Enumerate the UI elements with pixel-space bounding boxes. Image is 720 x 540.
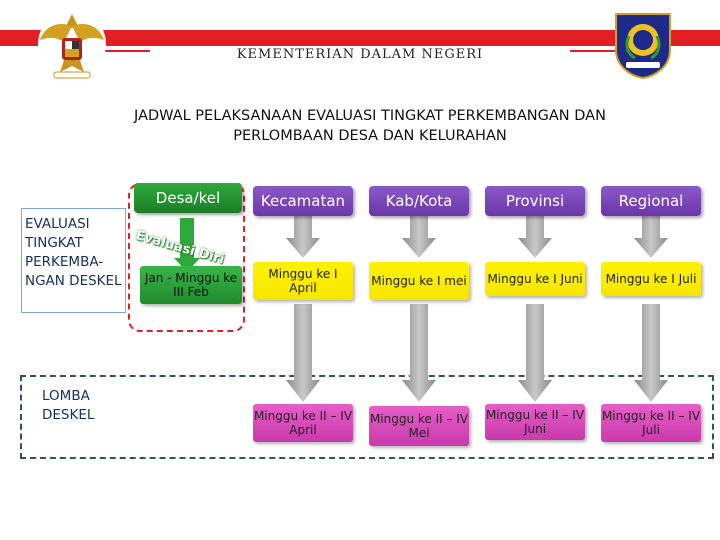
- lomba-label-line: LOMBA: [42, 388, 90, 404]
- arrow-down-icon: [518, 304, 552, 402]
- lomba-provinsi: Minggu ke II – IV Juni: [485, 404, 585, 440]
- lomba-row-label: LOMBA DESKEL: [42, 387, 94, 425]
- schedule-desakel: Jan - Minggu ke III Feb: [140, 266, 242, 304]
- lomba-regional: Minggu ke II – IV Juli: [601, 404, 701, 442]
- schedule-kecamatan: Minggu ke I April: [253, 262, 353, 300]
- page-title: JADWAL PELAKSANAAN EVALUASI TINGKAT PERK…: [80, 106, 660, 146]
- schedule-regional: Minggu ke I Juli: [601, 262, 701, 296]
- ministry-name: KEMENTERIAN DALAM NEGERI: [150, 47, 570, 62]
- level-header-provinsi: Provinsi: [485, 186, 585, 216]
- level-header-kabkota: Kab/Kota: [369, 186, 469, 216]
- lomba-kecamatan: Minggu ke II – IV April: [253, 404, 353, 442]
- schedule-kabkota: Minggu ke I mei: [369, 262, 469, 300]
- header-red-bar: [0, 30, 720, 46]
- evaluasi-label-line: TINGKAT: [25, 235, 83, 251]
- evaluasi-row-label: EVALUASI TINGKAT PERKEMBA- NGAN DESKEL: [21, 208, 126, 313]
- arrow-down-icon: [286, 216, 320, 258]
- evaluasi-label-line: NGAN DESKEL: [25, 273, 122, 289]
- green-arrow-down-icon: [174, 218, 200, 272]
- schedule-provinsi: Minggu ke I Juni: [485, 262, 585, 296]
- level-header-kecamatan: Kecamatan: [253, 186, 353, 216]
- title-line-1: JADWAL PELAKSANAAN EVALUASI TINGKAT PERK…: [134, 108, 606, 124]
- lomba-section-frame: [20, 375, 714, 459]
- title-line-2: PERLOMBAAN DESA DAN KELURAHAN: [233, 128, 507, 144]
- arrow-down-icon: [518, 216, 552, 258]
- lomba-label-line: DESKEL: [42, 407, 95, 423]
- evaluasi-label-line: EVALUASI: [25, 216, 90, 232]
- arrow-down-icon: [402, 216, 436, 258]
- kemendagri-emblem-icon: [615, 13, 671, 80]
- arrow-down-icon: [634, 304, 668, 402]
- garuda-emblem-icon: [38, 10, 106, 79]
- arrow-down-icon: [402, 304, 436, 402]
- evaluasi-label-line: PERKEMBA-: [25, 254, 104, 270]
- level-header-regional: Regional: [601, 186, 701, 216]
- arrow-down-icon: [634, 216, 668, 258]
- arrow-down-icon: [286, 304, 320, 402]
- lomba-kabkota: Minggu ke II – IV Mei: [369, 406, 469, 446]
- level-header-desakel: Desa/kel: [134, 183, 242, 213]
